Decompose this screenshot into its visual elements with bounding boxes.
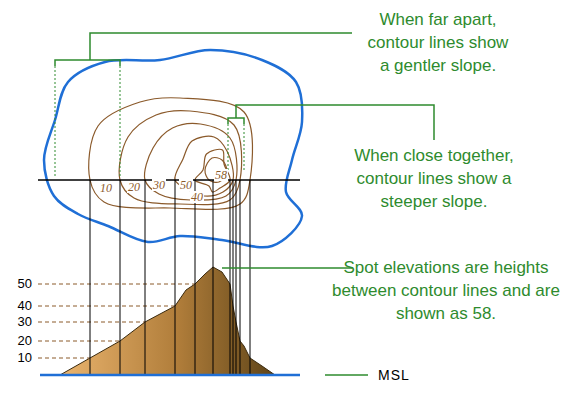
callout-text: When close together, contour lines show … [350, 144, 518, 213]
axis-label: 50 [6, 277, 32, 291]
leader-line [236, 105, 434, 140]
projection-line [195, 180, 196, 375]
contour-label: 10 [99, 182, 113, 194]
sea-level-line [40, 374, 300, 377]
bracket [228, 118, 244, 124]
contour-line [119, 111, 241, 205]
contour-lines [89, 98, 253, 210]
section-line [38, 179, 300, 181]
contour-line [89, 98, 253, 210]
elevation-dash [38, 284, 195, 285]
leader-line [222, 267, 352, 269]
contour-label: 40 [190, 191, 204, 203]
sea-level-label: MSL [378, 367, 410, 383]
bracket-guide [120, 66, 121, 178]
mountain-profile [60, 267, 275, 375]
elevation-dash [38, 341, 120, 342]
projection-line [213, 180, 214, 375]
projection-line [175, 180, 176, 375]
projection-line [90, 180, 91, 375]
contour-label: 50 [179, 179, 193, 191]
contour-label: 20 [127, 181, 141, 193]
contour-line [144, 123, 237, 200]
elevation-dash [38, 358, 90, 359]
bracket-guide [244, 124, 245, 172]
axis-label: 10 [6, 351, 32, 365]
bracket-guide [55, 66, 56, 178]
bracket-guide [228, 124, 229, 172]
projection-line [233, 180, 234, 375]
axis-label: 30 [6, 315, 32, 329]
projection-line [120, 180, 121, 375]
callout-text: When far apart, contour lines show a gen… [362, 8, 514, 77]
elevation-dash [38, 322, 145, 323]
island-outline [44, 50, 302, 247]
elevation-dash [38, 306, 175, 307]
projection-line [236, 180, 237, 375]
projection-line [240, 180, 241, 375]
axis-label: 20 [6, 334, 32, 348]
contour-line [205, 158, 227, 183]
callout-text: Spot elevations are heights between cont… [327, 256, 565, 325]
projection-line [230, 180, 231, 375]
contour-line [175, 136, 234, 196]
axis-label: 40 [6, 299, 32, 313]
projection-line [250, 180, 251, 375]
leader-line [90, 33, 352, 60]
contour-label: 30 [152, 179, 166, 191]
bracket [55, 60, 120, 66]
projection-line [145, 180, 146, 375]
leader-line [325, 374, 368, 376]
contour-label: 58 [214, 169, 228, 181]
